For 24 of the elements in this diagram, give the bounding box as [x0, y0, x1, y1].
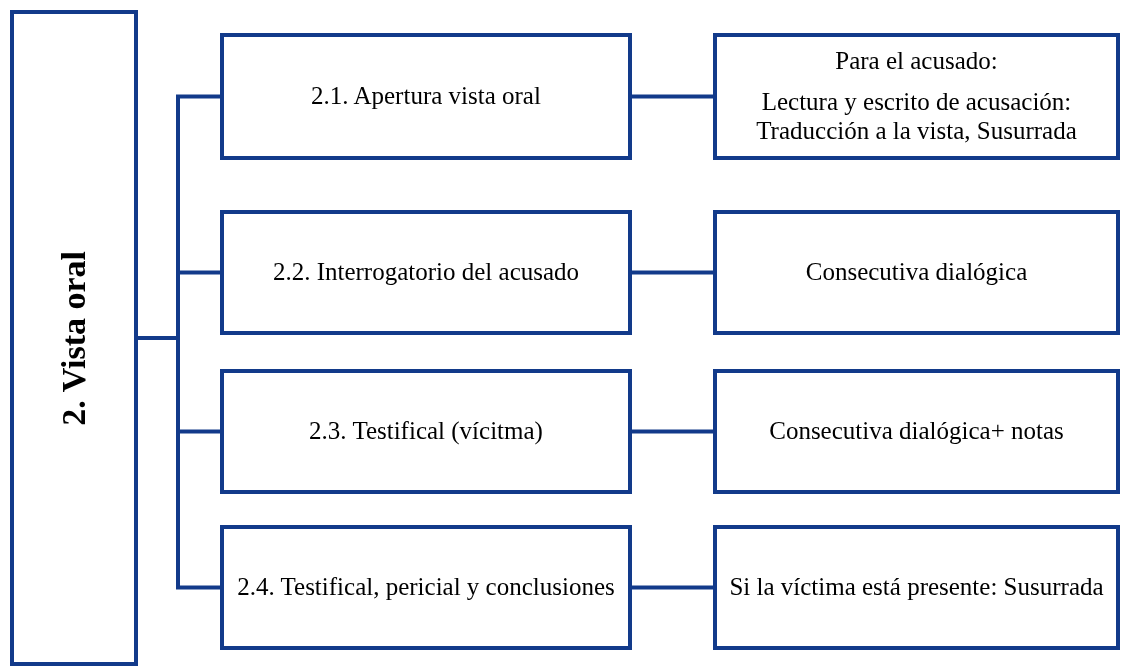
- title-text: 2. Vista oral: [57, 250, 91, 426]
- step-box: [220, 33, 632, 160]
- step-box: [713, 33, 1120, 160]
- connector-line: [632, 270, 713, 275]
- step-text: Consecutiva dialógica: [805, 258, 1028, 287]
- step-text: Si la víctima está presente: Susurrada: [729, 573, 1104, 602]
- step-box: [220, 525, 632, 650]
- step-text: Consecutiva dialógica+ notas: [769, 417, 1064, 446]
- step-text: Lectura y escrito de acusación: Traducción a la vista, Susurrada: [755, 88, 1078, 146]
- connector-line: [632, 585, 713, 590]
- step-box: [220, 210, 632, 335]
- step-text: 2.4. Testifical, pericial y conclusiones: [237, 573, 615, 602]
- step-box: [713, 525, 1120, 650]
- step-box: [713, 369, 1120, 494]
- connector-line: [138, 336, 220, 590]
- title-box: [10, 10, 138, 666]
- step-text: 2.3. Testifical (vícitma): [309, 417, 543, 446]
- step-text: 2.1. Apertura vista oral: [311, 82, 541, 111]
- step-box: [220, 369, 632, 494]
- step-box: [713, 210, 1120, 335]
- connector-line: [632, 94, 713, 99]
- step-text: Para el acusado:: [835, 47, 998, 77]
- step-text: 2.2. Interrogatorio del acusado: [272, 258, 580, 287]
- connector-line: [632, 429, 713, 434]
